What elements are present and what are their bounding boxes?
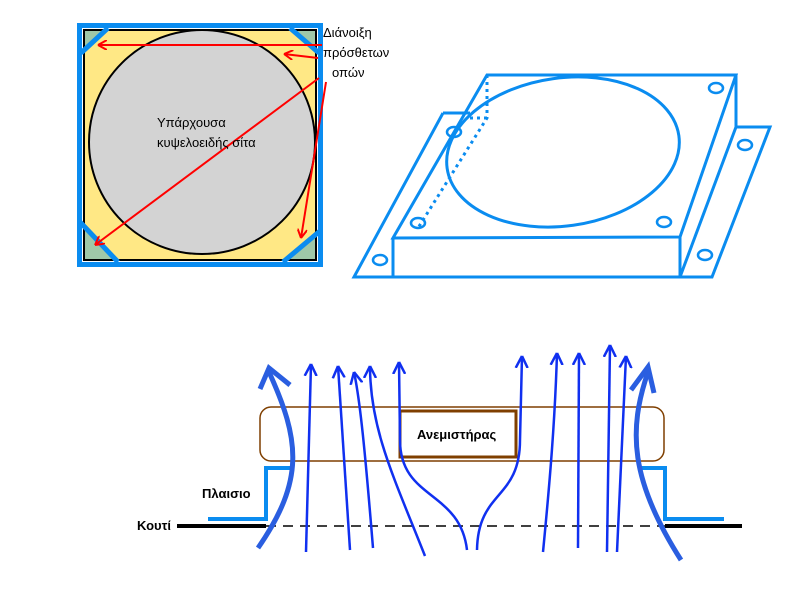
airflow-arrows — [306, 345, 626, 557]
mesh-label-line-1: Υπάρχουσα — [157, 115, 226, 130]
hidden-edge — [416, 75, 489, 229]
frame-3d-view — [351, 73, 773, 279]
annotation-line-1: Διάνοιξη — [323, 25, 372, 40]
airflow-diagram — [177, 345, 742, 562]
mesh-label-line-2: κυψελοειδής σίτα — [157, 135, 256, 150]
top-plate — [390, 73, 739, 240]
case-label: Κουτί — [137, 518, 172, 533]
frame-label: Πλαισιο — [202, 486, 251, 501]
front-wall — [391, 237, 682, 279]
screw-holes — [371, 81, 754, 267]
frame-left — [208, 466, 291, 521]
annotation-line-2: πρόσθετων — [323, 45, 390, 60]
red-arrows — [95, 45, 327, 245]
fan-label: Ανεμιστήρας — [417, 427, 497, 442]
right-flange — [680, 125, 773, 279]
left-flange — [351, 112, 445, 279]
fan-body — [259, 406, 665, 462]
mesh-frame-top-view — [77, 23, 327, 267]
recirculation-arrows — [255, 361, 684, 562]
frame-right — [640, 466, 724, 521]
honeycomb-mesh — [88, 29, 316, 255]
fan-opening — [445, 75, 681, 229]
outer-frame — [77, 23, 323, 267]
annotation-line-3: οπών — [332, 65, 365, 80]
